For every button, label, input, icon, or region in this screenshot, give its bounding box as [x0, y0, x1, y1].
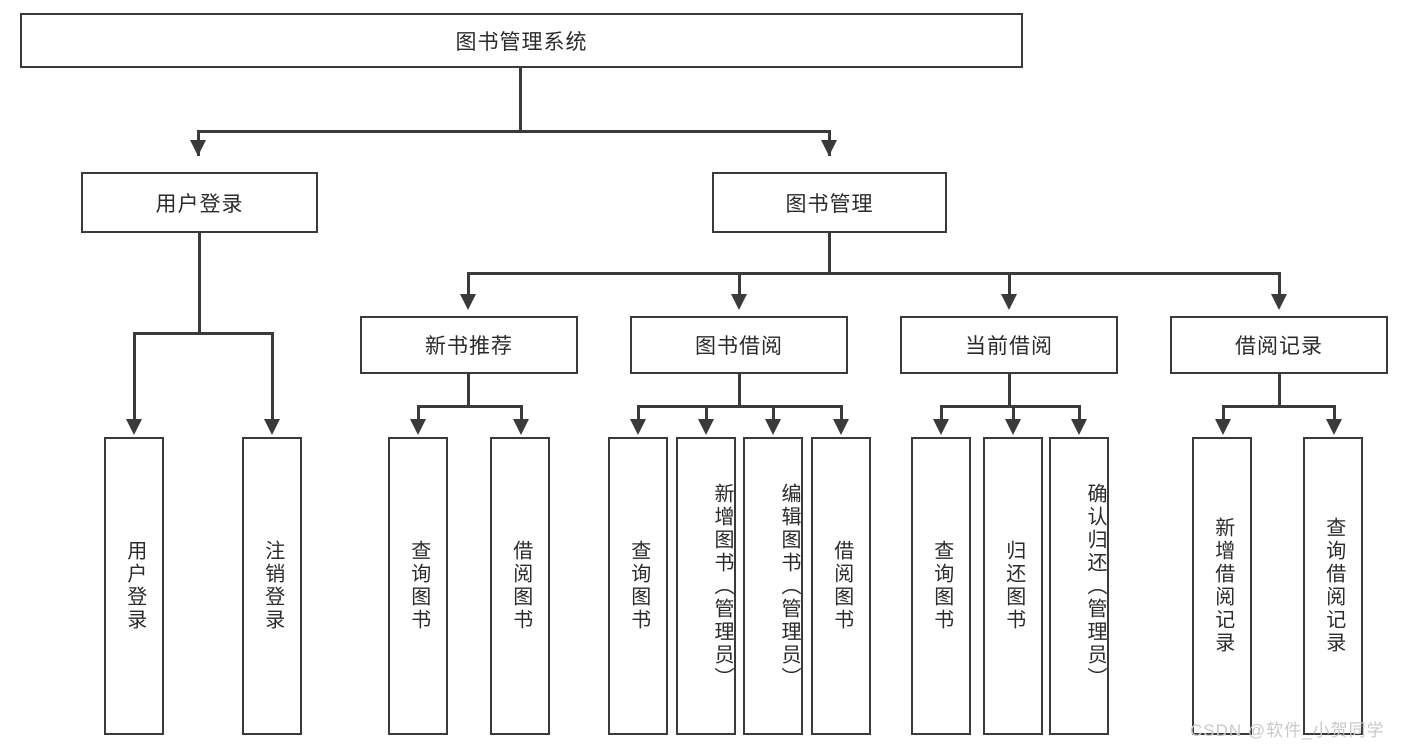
- arrow-current-borrow: [1001, 294, 1017, 310]
- arrow-leaf-add-record: [1215, 419, 1231, 435]
- arrow-leaf-borrow-book-1: [513, 419, 529, 435]
- connector-user-login-drop-1: [133, 332, 136, 424]
- connector-current-borrow-drop-3: [1078, 405, 1081, 423]
- leaf-add-record-label: 新增借阅记录: [1211, 517, 1234, 655]
- node-root-label: 图书管理系统: [455, 30, 588, 54]
- leaf-edit-book[interactable]: 编辑图书（管理员）: [743, 437, 803, 735]
- arrow-new-book-recommend: [460, 294, 476, 310]
- node-borrow-record-label: 借阅记录: [1235, 335, 1323, 358]
- connector-book-borrow-stem: [738, 374, 741, 407]
- connector-borrow-record-bar: [1222, 405, 1336, 408]
- leaf-query-book-2-label: 查询图书: [627, 540, 650, 632]
- arrow-leaf-query-record: [1326, 419, 1342, 435]
- arrow-leaf-edit-book: [765, 419, 781, 435]
- leaf-borrow-book-1-label: 借阅图书: [509, 540, 532, 632]
- leaf-query-book-1-label: 查询图书: [407, 540, 430, 632]
- leaf-confirm-return-label: 确认归还（管理员）: [1084, 482, 1106, 690]
- connector-book-borrow-drop-2: [705, 405, 708, 423]
- connector-user-login-bar: [133, 332, 274, 335]
- node-current-borrow-label: 当前借阅: [965, 335, 1053, 358]
- arrow-leaf-query-book-2: [630, 419, 646, 435]
- leaf-add-book-label: 新增图书（管理员）: [711, 482, 733, 690]
- connector-current-borrow-drop-2: [1012, 405, 1015, 423]
- arrow-borrow-record: [1271, 294, 1287, 310]
- node-borrow-record[interactable]: 借阅记录: [1170, 316, 1388, 374]
- connector-current-borrow-drop-1: [940, 405, 943, 423]
- node-new-book-recommend[interactable]: 新书推荐: [360, 316, 578, 374]
- leaf-confirm-return[interactable]: 确认归还（管理员）: [1049, 437, 1109, 735]
- leaf-query-book-3[interactable]: 查询图书: [911, 437, 971, 735]
- leaf-query-book-2[interactable]: 查询图书: [608, 437, 668, 735]
- node-user-login-label: 用户登录: [155, 192, 244, 216]
- leaf-query-record-label: 查询借阅记录: [1322, 517, 1345, 655]
- arrow-leaf-confirm-return: [1071, 419, 1087, 435]
- node-book-borrow[interactable]: 图书借阅: [630, 316, 848, 374]
- arrow-leaf-logout-login: [264, 419, 280, 435]
- connector-book-borrow-drop-4: [840, 405, 843, 423]
- node-book-management[interactable]: 图书管理: [712, 172, 947, 233]
- arrow-book-borrow: [731, 294, 747, 310]
- leaf-borrow-book-1[interactable]: 借阅图书: [490, 437, 550, 735]
- leaf-borrow-book-2[interactable]: 借阅图书: [811, 437, 871, 735]
- leaf-return-book[interactable]: 归还图书: [983, 437, 1043, 735]
- node-book-management-label: 图书管理: [785, 192, 874, 216]
- node-root[interactable]: 图书管理系统: [20, 13, 1023, 68]
- leaf-add-record[interactable]: 新增借阅记录: [1192, 437, 1252, 735]
- connector-borrow-record-stem: [1278, 374, 1281, 407]
- connector-book-borrow-bar: [637, 405, 842, 408]
- connector-book-borrow-drop-3: [772, 405, 775, 423]
- connector-level2-bar: [467, 272, 1281, 275]
- connector-level1-bar: [197, 130, 831, 133]
- leaf-return-book-label: 归还图书: [1002, 540, 1025, 632]
- leaf-borrow-book-2-label: 借阅图书: [830, 540, 853, 632]
- connector-drop-borrow-record: [1278, 272, 1281, 304]
- csdn-watermark: CSDN @软件_小贺同学: [1190, 721, 1385, 740]
- connector-borrow-record-drop-2: [1333, 405, 1336, 423]
- arrow-leaf-query-book-3: [933, 419, 949, 435]
- connector-new-book-bar: [417, 405, 520, 408]
- leaf-logout-login[interactable]: 注销登录: [242, 437, 302, 735]
- connector-new-book-drop-1: [417, 405, 420, 423]
- connector-borrow-record-drop-1: [1222, 405, 1225, 423]
- connector-drop-current-borrow: [1008, 272, 1011, 304]
- arrow-leaf-query-book-1: [410, 419, 426, 435]
- connector-book-management-stem: [828, 233, 831, 274]
- arrow-leaf-return-book: [1005, 419, 1021, 435]
- leaf-edit-book-label: 编辑图书（管理员）: [778, 482, 800, 690]
- connector-user-login-stem: [198, 233, 201, 334]
- connector-new-book-stem: [467, 374, 470, 407]
- connector-root-stem: [519, 68, 522, 132]
- node-current-borrow[interactable]: 当前借阅: [900, 316, 1118, 374]
- arrow-leaf-borrow-book-2: [833, 419, 849, 435]
- arrow-leaf-user-login: [126, 419, 142, 435]
- connector-drop-new-book: [467, 272, 470, 304]
- leaf-query-book-3-label: 查询图书: [930, 540, 953, 632]
- connector-book-borrow-drop-1: [637, 405, 640, 423]
- node-book-borrow-label: 图书借阅: [695, 335, 783, 358]
- arrow-to-user-login: [190, 140, 206, 156]
- leaf-user-login[interactable]: 用户登录: [104, 437, 164, 735]
- connector-drop-book-borrow: [738, 272, 741, 304]
- leaf-query-record[interactable]: 查询借阅记录: [1303, 437, 1363, 735]
- arrow-to-book-management: [821, 140, 837, 156]
- node-new-book-recommend-label: 新书推荐: [425, 335, 513, 358]
- connector-new-book-drop-2: [520, 405, 523, 423]
- arrow-leaf-add-book: [698, 419, 714, 435]
- connector-current-borrow-bar: [940, 405, 1080, 408]
- leaf-query-book-1[interactable]: 查询图书: [388, 437, 448, 735]
- leaf-user-login-label: 用户登录: [123, 540, 146, 632]
- node-user-login[interactable]: 用户登录: [81, 172, 318, 233]
- leaf-logout-login-label: 注销登录: [261, 540, 284, 632]
- connector-user-login-drop-2: [271, 332, 274, 424]
- connector-current-borrow-stem: [1008, 374, 1011, 407]
- leaf-add-book[interactable]: 新增图书（管理员）: [676, 437, 736, 735]
